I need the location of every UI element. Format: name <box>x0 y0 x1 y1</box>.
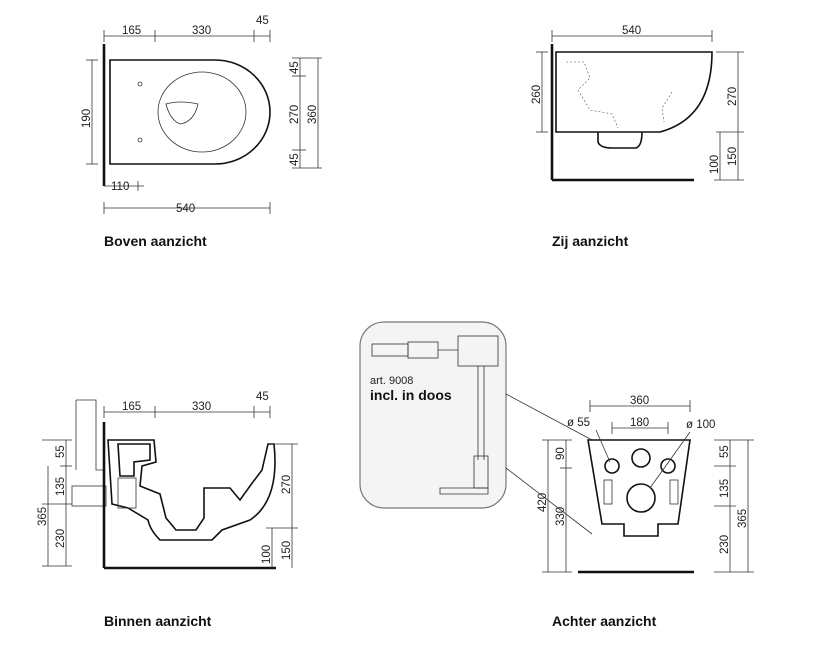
top-dim-45: 45 <box>256 15 269 27</box>
inner-dim-165: 165 <box>122 401 141 413</box>
top-dim-270: 270 <box>289 105 301 124</box>
inner-dim-365: 365 <box>37 507 49 526</box>
rear-dim-360: 360 <box>630 395 649 407</box>
top-view: 165 330 45 190 45 270 360 45 110 540 Bov… <box>81 15 322 249</box>
inner-dim-270: 270 <box>281 475 293 494</box>
rear-dim-135: 135 <box>719 479 731 498</box>
rear-dim-90: 90 <box>555 447 567 460</box>
inner-view: 165 330 45 55 135 230 365 270 100 150 Bi… <box>37 391 298 629</box>
outlet-hole <box>626 483 656 513</box>
rear-dim-55: 55 <box>719 445 731 458</box>
caption-top-view: Boven aanzicht <box>104 233 207 249</box>
inlet-hole <box>631 448 651 468</box>
inner-dim-230: 230 <box>55 529 67 548</box>
top-dim-190: 190 <box>81 109 93 128</box>
inner-dim-55: 55 <box>55 445 67 458</box>
side-dim-150: 150 <box>727 147 739 166</box>
rear-dim-d100: ø 100 <box>686 419 715 431</box>
side-dim-270: 270 <box>727 87 739 106</box>
top-dim-110: 110 <box>111 181 129 193</box>
rear-dim-230: 230 <box>719 535 731 554</box>
caption-rear-view: Achter aanzicht <box>552 613 657 629</box>
inset-included-in-box: incl. in doos <box>370 387 452 403</box>
inner-dim-45: 45 <box>256 391 269 403</box>
inner-dim-100: 100 <box>261 545 273 564</box>
rear-dim-180: 180 <box>630 417 649 429</box>
caption-inner-view: Binnen aanzicht <box>104 613 212 629</box>
caption-side-view: Zij aanzicht <box>552 233 629 249</box>
rear-dim-d55: ø 55 <box>567 417 590 429</box>
inner-dim-150: 150 <box>281 541 293 560</box>
top-dim-330: 330 <box>192 25 211 37</box>
inset-article-number: art. 9008 <box>370 375 413 387</box>
inner-dim-135: 135 <box>55 477 67 496</box>
side-dim-260: 260 <box>531 85 543 104</box>
rear-view: 360 180 ø 55 ø 100 90 420 330 55 135 230… <box>537 395 754 629</box>
rear-dim-420: 420 <box>537 493 549 512</box>
side-dim-540: 540 <box>622 25 641 37</box>
side-view: 540 260 270 100 150 Zij aanzicht <box>531 25 744 249</box>
top-dim-540: 540 <box>176 203 195 215</box>
side-dim-100: 100 <box>709 155 721 174</box>
top-dim-45a: 45 <box>289 61 301 74</box>
top-dim-45b: 45 <box>289 153 301 166</box>
rear-dim-365: 365 <box>737 509 749 528</box>
top-dim-360: 360 <box>307 105 319 124</box>
top-dim-165: 165 <box>122 25 141 37</box>
flush-kit-inset: art. 9008 incl. in doos <box>359 321 593 535</box>
rear-dim-330: 330 <box>555 507 567 526</box>
inner-dim-330: 330 <box>192 401 211 413</box>
